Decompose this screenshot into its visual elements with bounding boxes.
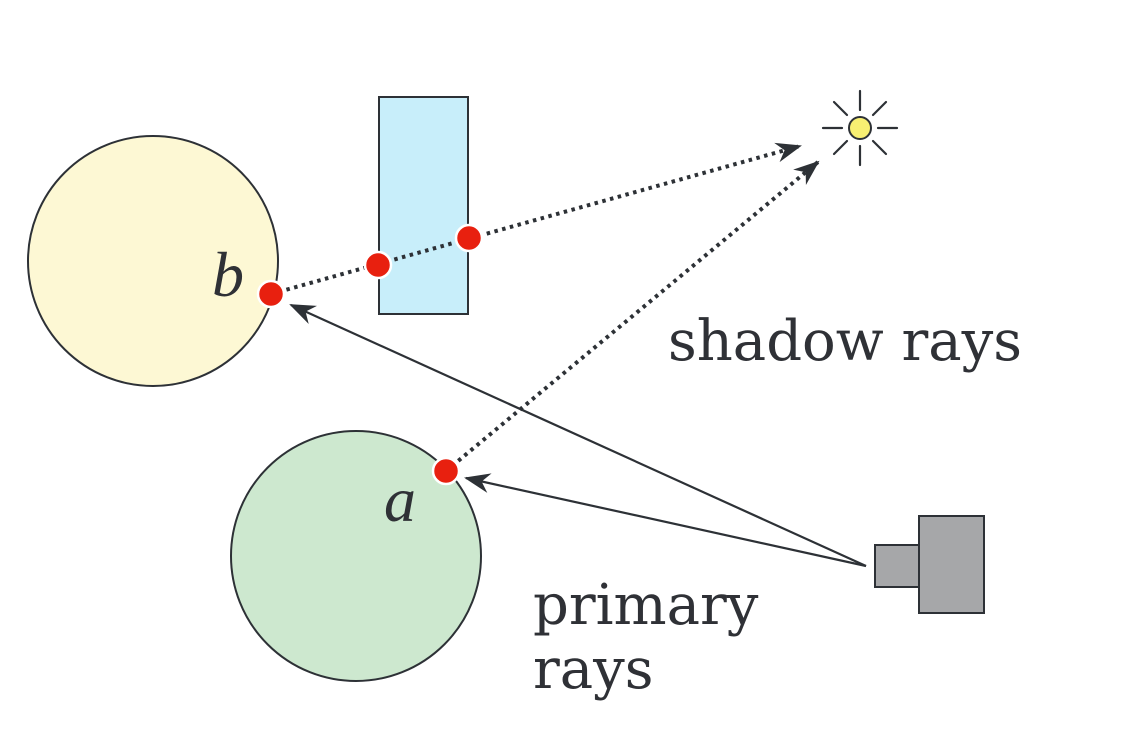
hit-point-occluder-back	[454, 223, 484, 253]
label-primary-rays-line2: rays	[533, 637, 654, 702]
shadow-ray-from-b	[270, 142, 802, 296]
primary-ray-to-a	[464, 473, 867, 568]
sphere-a	[230, 430, 482, 682]
sphere-b	[27, 135, 279, 387]
primary-ray-to-b	[289, 303, 867, 568]
shadow-ray-from-a	[444, 160, 820, 473]
camera-icon	[874, 515, 985, 614]
label-shadow-rays: shadow rays	[668, 309, 1022, 374]
label-point-a: a	[384, 464, 416, 535]
label-point-b: b	[212, 239, 244, 310]
occluder-box	[378, 96, 469, 315]
hit-point-a	[431, 456, 461, 486]
hit-point-occluder-front	[363, 250, 393, 280]
hit-point-b	[256, 279, 286, 309]
sun-icon	[821, 89, 899, 167]
label-primary-rays-line1: primary	[533, 573, 759, 638]
